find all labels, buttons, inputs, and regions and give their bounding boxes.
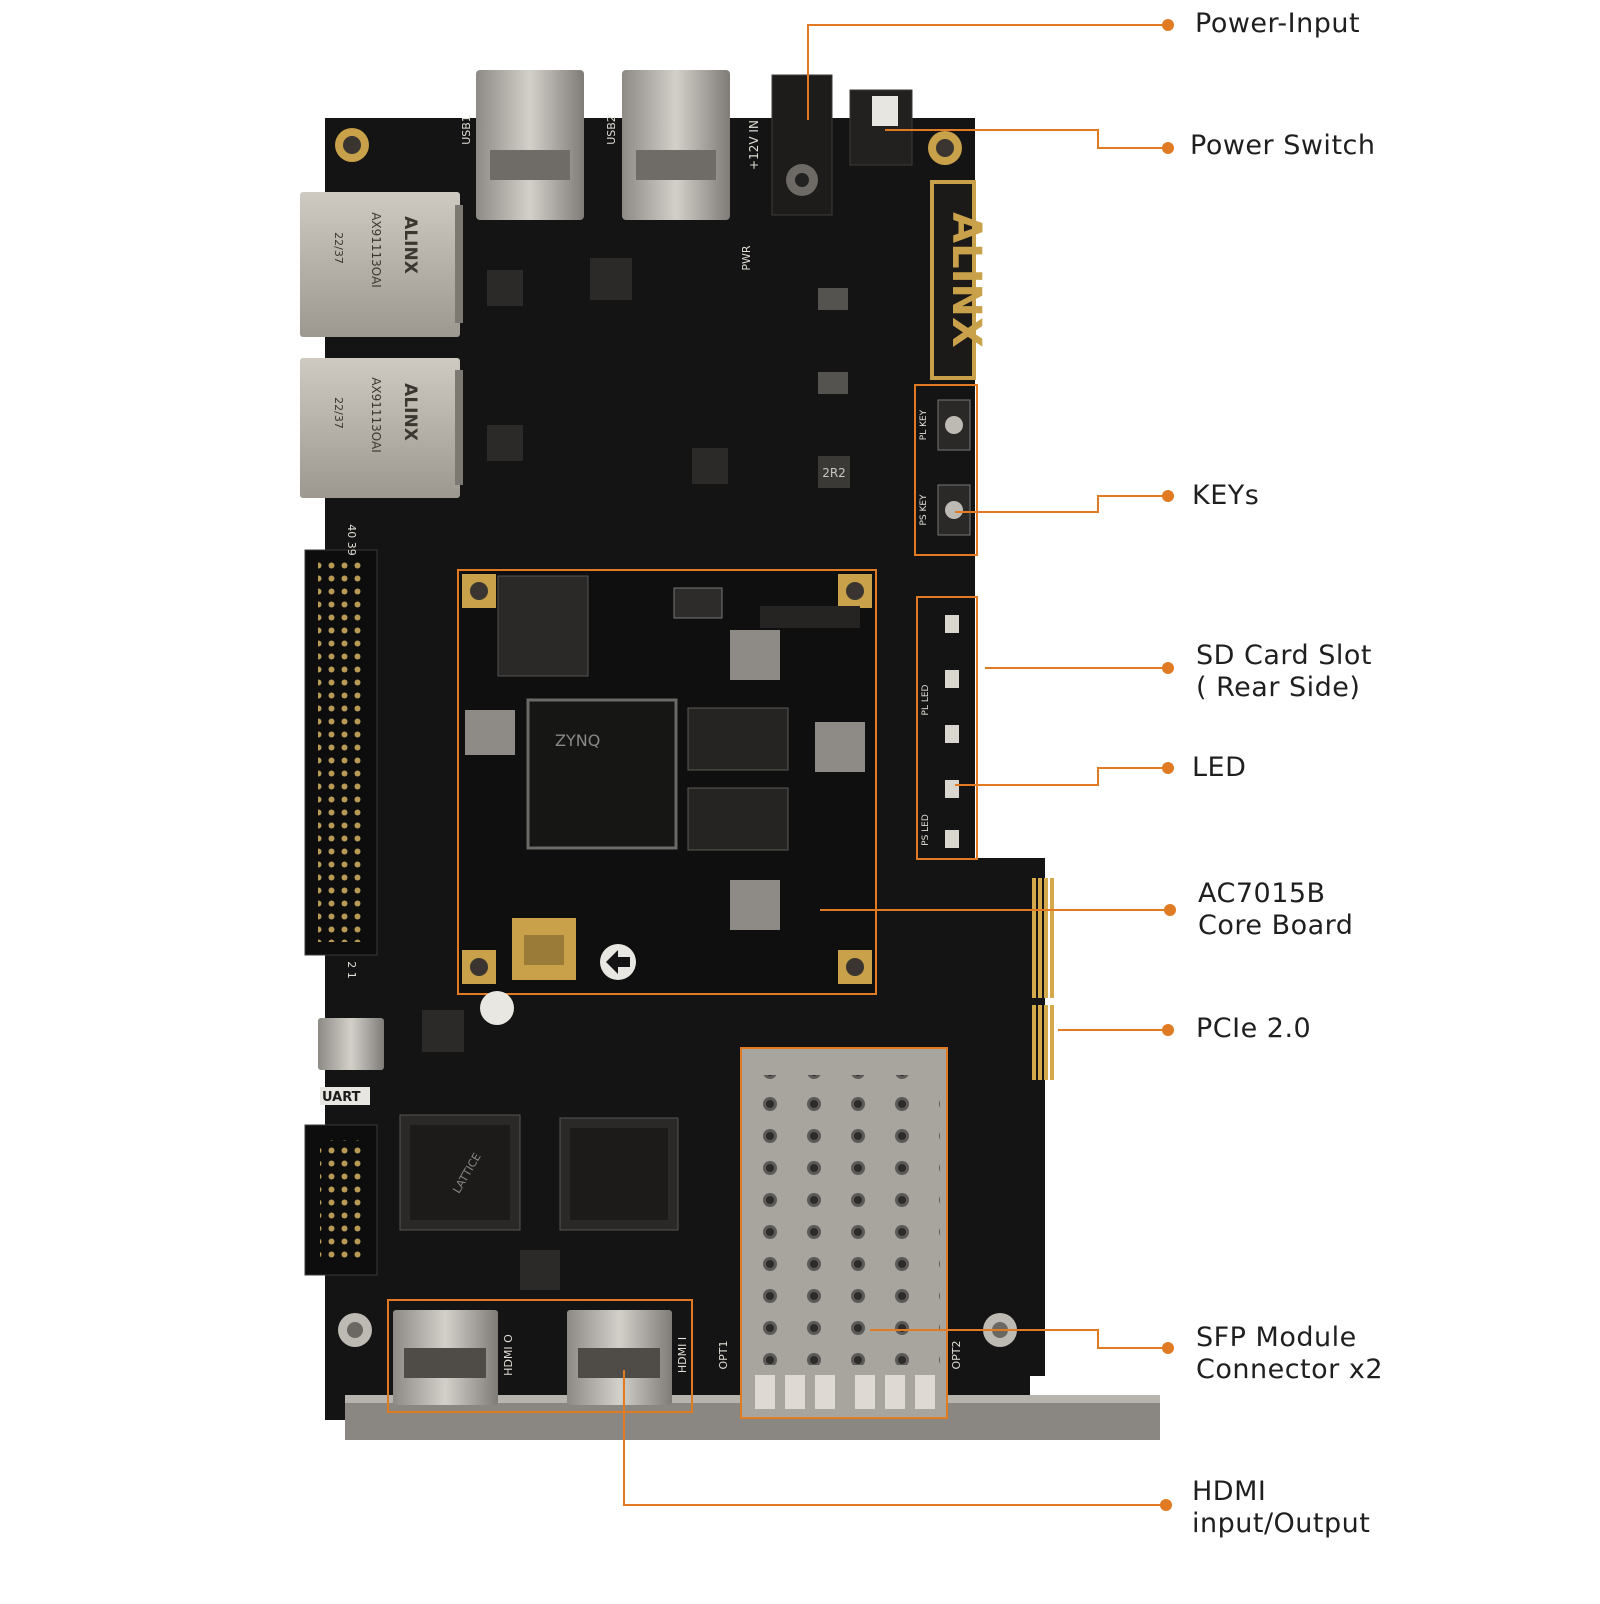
- dot-marker-icon: [1160, 1499, 1172, 1511]
- callout-line: input/Output: [1192, 1508, 1371, 1539]
- dot-marker-icon: [1162, 662, 1174, 674]
- jtag-header: [304, 1124, 378, 1276]
- dot-marker-icon: [1162, 19, 1174, 31]
- rj45-brand-1: ALINX: [400, 216, 420, 274]
- ethernet-ports: [300, 192, 463, 498]
- hdmi-1-label: HDMI I: [676, 1337, 689, 1373]
- leader-hdmi: [623, 1370, 1168, 1506]
- ps-led-label: PS LED: [921, 814, 931, 846]
- callout-markers: [1160, 19, 1176, 1511]
- rj45-part-1: AX91113OAI: [369, 212, 383, 288]
- dot-marker-icon: [1162, 490, 1174, 502]
- expansion-header: [304, 549, 378, 956]
- pwr-label: PWR: [740, 245, 753, 271]
- power-input-jack: [771, 74, 833, 216]
- sfp-cage: [740, 1047, 948, 1419]
- inductor-label: 2R2: [822, 466, 846, 480]
- alinx-brand: ALINX: [943, 212, 989, 348]
- rj45-code-2: 22/37: [332, 397, 345, 429]
- hdmi-0-label: HDMI O: [502, 1334, 515, 1376]
- callout-power-switch: Power Switch: [1190, 130, 1375, 162]
- leader-power-input: [807, 24, 1168, 120]
- pcie-gold-fingers: [1030, 878, 1055, 1080]
- led-group: [916, 596, 978, 860]
- ic-components: [399, 258, 850, 1290]
- callout-line: Power-Input: [1195, 8, 1361, 39]
- dot-marker-icon: [1164, 904, 1176, 916]
- callout-line: KEYs: [1192, 480, 1260, 511]
- leader-sfp: [870, 1329, 1168, 1349]
- callout-keys: KEYs: [1192, 480, 1259, 512]
- callout-pcie: PCIe 2.0: [1196, 1013, 1311, 1045]
- callout-sd-card-slot: SD Card Slot ( Rear Side): [1196, 640, 1372, 704]
- header-pin-bottom: 2 1: [345, 961, 358, 979]
- core-board: [457, 569, 877, 995]
- callout-line: SFP Module: [1196, 1322, 1357, 1353]
- callout-line: Power Switch: [1190, 130, 1376, 161]
- hdmi-ports: [387, 1299, 693, 1413]
- usb2-label: USB2: [605, 115, 618, 145]
- leader-power-switch: [885, 129, 1168, 149]
- callout-line: LED: [1192, 752, 1247, 783]
- opt1-label: OPT1: [717, 1340, 730, 1369]
- dot-marker-icon: [1162, 1024, 1174, 1036]
- usb-ports: [476, 70, 730, 220]
- dot-marker-icon: [1162, 142, 1174, 154]
- callout-sfp: SFP Module Connector x2: [1196, 1322, 1383, 1386]
- callout-line: AC7015B: [1198, 878, 1326, 909]
- power-in-label: +12V IN: [747, 120, 761, 170]
- zynq-logo: ZYNQ: [555, 731, 600, 750]
- callout-line: ( Rear Side): [1196, 672, 1361, 703]
- dot-marker-icon: [1162, 1342, 1174, 1354]
- leader-keys: [955, 495, 1168, 513]
- board-markings: ALINX ALINX AX91113OAI 22/37 ALINX AX911…: [322, 115, 989, 1376]
- callout-line: Connector x2: [1196, 1354, 1383, 1385]
- rj45-code-1: 22/37: [332, 232, 345, 264]
- alinx-logo-strip: [930, 180, 976, 380]
- callout-line: SD Card Slot: [1196, 640, 1373, 671]
- header-pin-top: 40 39: [345, 524, 358, 556]
- callout-hdmi: HDMI input/Output: [1192, 1476, 1370, 1540]
- usb1-label: USB1: [460, 115, 473, 145]
- callout-led: LED: [1192, 752, 1246, 784]
- uart-label: UART: [322, 1090, 361, 1105]
- pl-key-label: PL KEY: [919, 409, 929, 440]
- keys-group: [914, 384, 978, 556]
- board-arrow-badge: [480, 991, 514, 1025]
- dot-marker-icon: [1162, 762, 1174, 774]
- uart-port: [318, 1018, 384, 1105]
- ps-key-label: PS KEY: [919, 494, 929, 526]
- callout-line: PCIe 2.0: [1196, 1013, 1312, 1044]
- callout-power-input: Power-Input: [1195, 8, 1360, 40]
- callout-line: Core Board: [1198, 910, 1354, 941]
- callout-core-board: AC7015B Core Board: [1198, 878, 1353, 942]
- rj45-part-2: AX91113OAI: [369, 377, 383, 453]
- pl-led-label: PL LED: [921, 684, 931, 715]
- leader-led: [955, 767, 1168, 786]
- power-switch-body: [849, 89, 913, 166]
- callout-line: HDMI: [1192, 1476, 1267, 1507]
- opt2-label: OPT2: [950, 1340, 963, 1369]
- callout-leaders: [623, 24, 1168, 1506]
- rj45-brand-2: ALINX: [400, 383, 420, 441]
